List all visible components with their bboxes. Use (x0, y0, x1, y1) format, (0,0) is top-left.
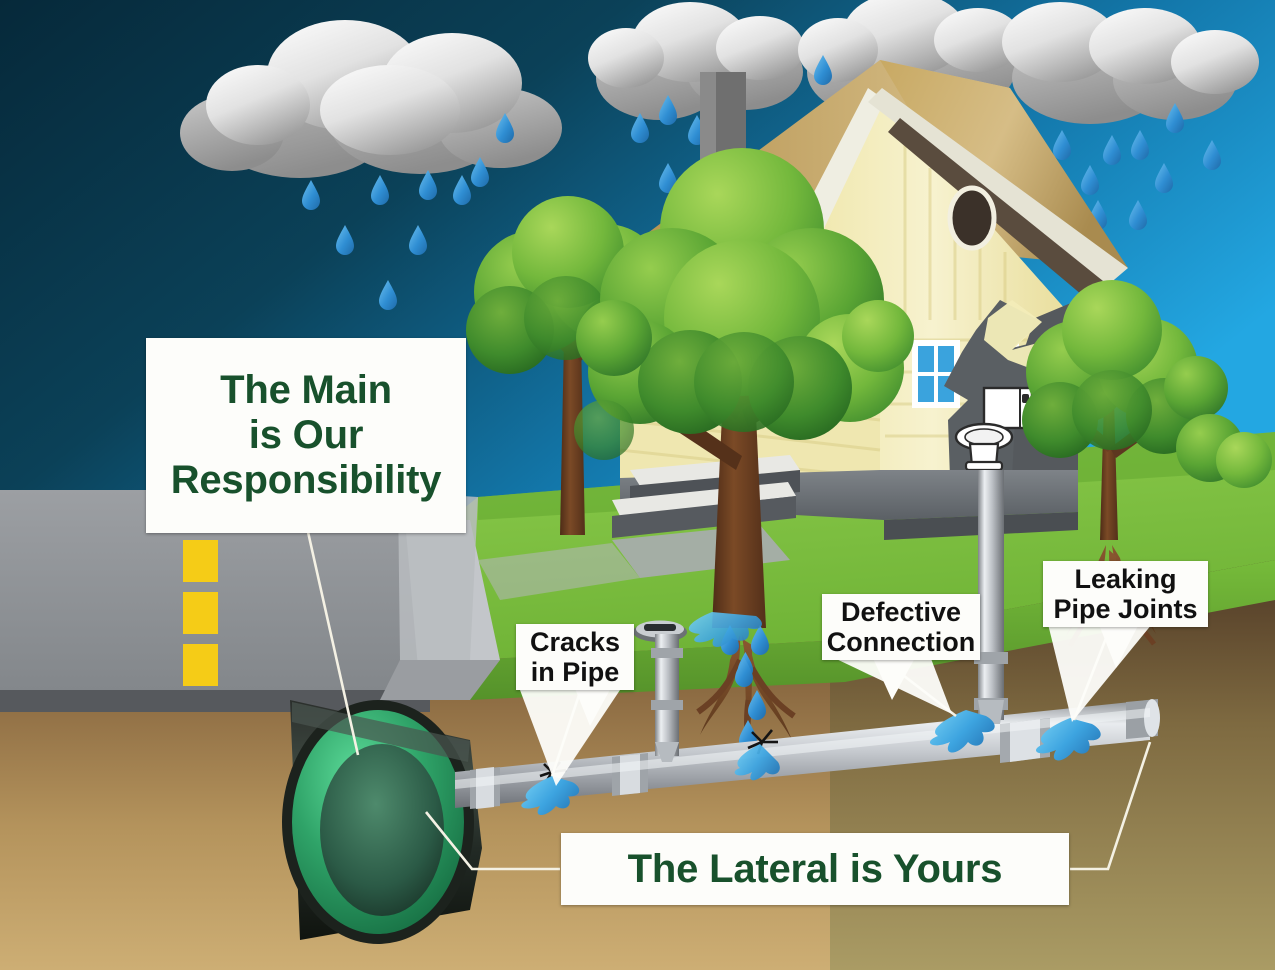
cloud-far-right (1002, 2, 1259, 124)
pipe-hub-left (470, 767, 500, 809)
tree-yard-center (576, 148, 914, 628)
pipe-end-right (1126, 699, 1160, 739)
callout-cracks-line-1: Cracks (529, 626, 621, 657)
pipe-hub-mid (612, 753, 648, 796)
cloud-left (180, 20, 562, 178)
callout-cracks-line-2: in Pipe (530, 657, 620, 687)
bushes (574, 400, 1272, 488)
street-edge-transition (398, 492, 478, 660)
main-sewer-pipe (282, 700, 482, 944)
street-asphalt (0, 490, 430, 690)
callout-main-line-1: The Main (220, 368, 392, 413)
leader-lateral-left (424, 811, 560, 871)
street-area (0, 490, 500, 712)
leak-defective-connection (929, 710, 995, 753)
callout-the-lateral-is-yours: The Lateral is Yours (561, 833, 1069, 905)
callout-main-line-3: Responsibility (170, 457, 442, 502)
callout-defective-line-1: Defective (840, 596, 962, 627)
callout-main-line-2: is Our (248, 413, 364, 458)
tail-cracks-wide (520, 690, 620, 786)
callout-the-main-is-our-responsibility: The Main is Our Responsibility (146, 338, 466, 533)
callout-lateral-line-1: The Lateral is Yours (627, 846, 1003, 891)
walkway (478, 543, 640, 600)
street-center-line (183, 540, 218, 686)
leader-main (304, 522, 360, 756)
cleanout-riser-pipe (651, 634, 683, 762)
callout-tails (520, 622, 1152, 786)
callout-defective-line-2: Connection (826, 627, 976, 657)
callout-defective-connection: Defective Connection (822, 594, 980, 660)
sidewalk-shadow (380, 660, 500, 700)
tail-joints-wide (1048, 624, 1152, 722)
leak-cracks-in-pipe (521, 761, 580, 815)
gable-fascia-right-shadow (888, 118, 1108, 300)
callout-joints-line-1: Leaking (1074, 563, 1177, 594)
leader-lateral-right (1070, 741, 1152, 871)
surface-water-at-tree (688, 612, 762, 647)
callout-cracks-in-pipe: Cracks in Pipe (516, 624, 634, 690)
gable-fascia-right (868, 88, 1128, 285)
roof-right-plane (880, 60, 1128, 268)
tail-defective-wide (830, 656, 952, 714)
gable-board-lines (903, 140, 1007, 320)
main-pipe-top-highlight (292, 702, 470, 762)
leak-pipe-joint (1035, 718, 1101, 761)
crack-marks-mid (747, 729, 778, 755)
callout-leaking-pipe-joints: Leaking Pipe Joints (1043, 561, 1208, 627)
attic-vent (947, 185, 997, 251)
street-curb (0, 690, 430, 712)
main-pipe-bore (320, 744, 444, 916)
callout-joints-line-2: Pipe Joints (1053, 594, 1198, 624)
